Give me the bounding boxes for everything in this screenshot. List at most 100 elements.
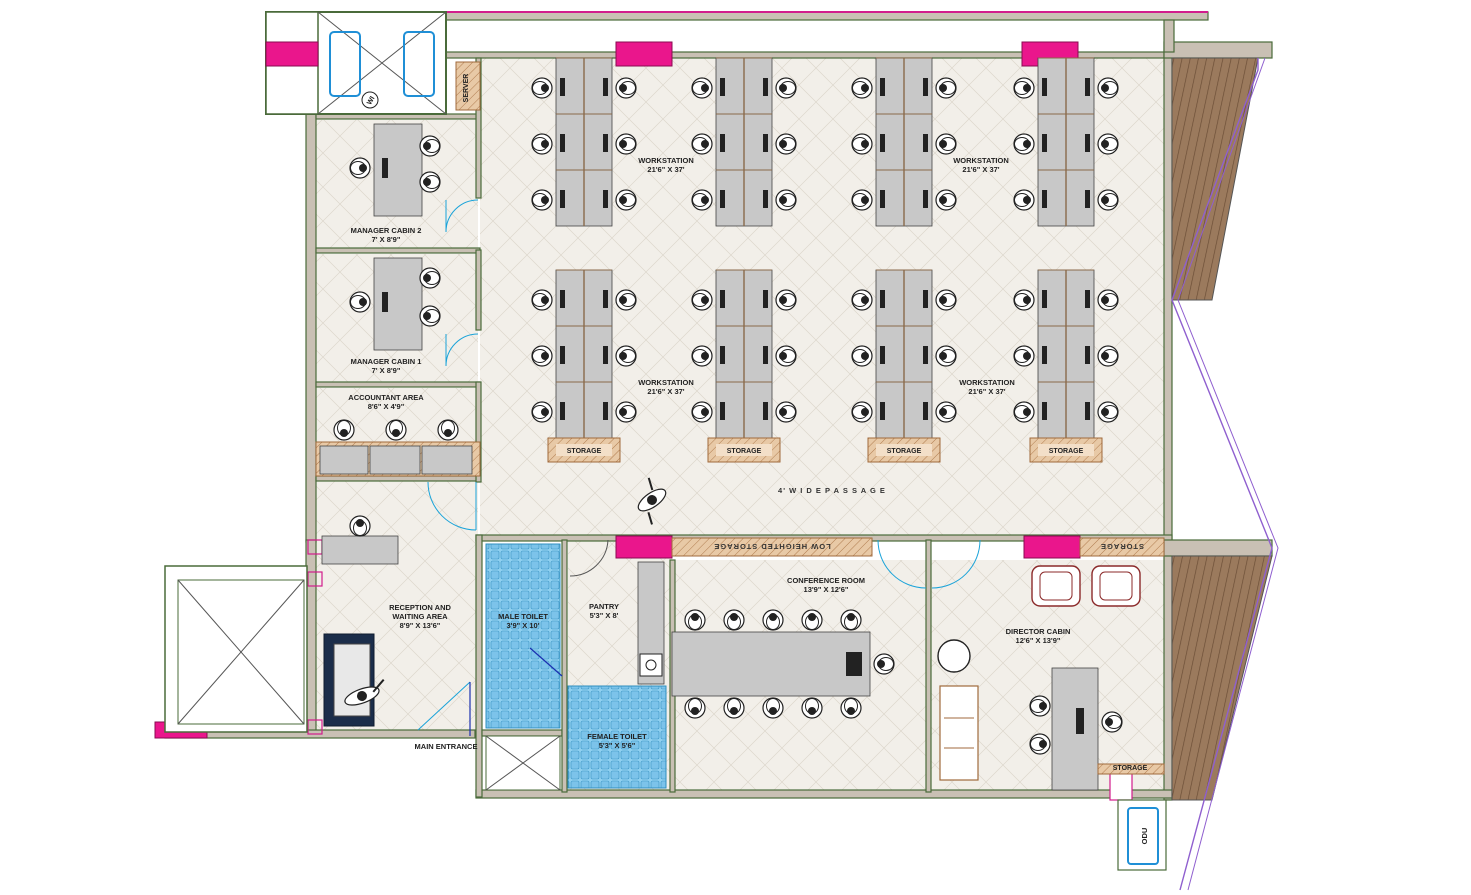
accountant-name: ACCOUNTANT AREA — [348, 393, 424, 402]
director-top-storage-label: STORAGE — [1100, 542, 1144, 551]
person-walking-icon — [637, 477, 667, 525]
storage-label: STORAGE — [727, 448, 762, 455]
storage-label-bg — [876, 444, 932, 456]
director-name: DIRECTOR CABIN — [1006, 627, 1071, 636]
male-toilet-door[interactable] — [529, 647, 563, 677]
monitor-icon — [603, 134, 608, 152]
wi-marker — [361, 91, 379, 109]
monitor-icon — [763, 402, 768, 420]
monitor-icon — [763, 190, 768, 208]
lift-car-left — [329, 31, 361, 97]
workstation-chair — [615, 289, 637, 311]
column-small-2 — [307, 571, 323, 587]
ws-br-name: WORKSTATION — [959, 378, 1015, 387]
conference-size: 13'9" X 12'6" — [804, 585, 849, 594]
director-door[interactable] — [931, 539, 981, 589]
partition-mc2-mc1 — [315, 247, 481, 254]
monitor-icon — [720, 190, 725, 208]
reception-name-2: WAITING AREA — [392, 612, 448, 621]
reception-size: 8'9" X 13'6" — [400, 621, 441, 630]
partition-mc1-acc — [315, 381, 481, 388]
manager1-chair — [349, 291, 371, 313]
workstation-chair — [775, 401, 797, 423]
director-visitor-chair-2 — [1029, 733, 1051, 755]
accountant-chair-1 — [333, 419, 355, 441]
person-seated-icon — [344, 678, 385, 706]
monitor-icon — [1085, 290, 1090, 308]
male-toilet-floor — [485, 543, 561, 729]
manager1-monitor — [382, 292, 388, 312]
conference-chair — [840, 697, 862, 719]
ws-bl-name: WORKSTATION — [638, 378, 694, 387]
workstation-chair — [1013, 189, 1035, 211]
manager2-name: MANAGER CABIN 2 — [351, 226, 422, 235]
ws-bl-size: 21'6" X 37' — [647, 387, 684, 396]
partition-cabins-right-2 — [475, 249, 482, 331]
workstation-pod — [851, 57, 957, 227]
conference-door[interactable] — [877, 539, 927, 589]
female-toilet-size: 5'3" X 5'6" — [599, 741, 636, 750]
glass-facade — [1171, 58, 1273, 891]
conference-chair — [684, 697, 706, 719]
monitor-icon — [763, 134, 768, 152]
conference-chair-head — [873, 653, 895, 675]
workstation-chair — [935, 289, 957, 311]
conference-screen — [846, 652, 862, 676]
pantry-sink — [639, 653, 663, 677]
male-toilet-size: 3'9" X 10' — [507, 621, 540, 630]
monitor-icon — [720, 290, 725, 308]
monitor-icon — [1042, 290, 1047, 308]
manager2-chair — [349, 157, 371, 179]
odu-unit — [1127, 807, 1159, 865]
manager1-size: 7' X 8'9" — [372, 366, 401, 375]
workstation-chair — [935, 345, 957, 367]
top-wall — [443, 11, 1209, 21]
monitor-icon — [923, 134, 928, 152]
monitor-icon — [880, 78, 885, 96]
director-chair — [1101, 711, 1123, 733]
pantry-door[interactable] — [569, 539, 609, 577]
workstation-chair — [1013, 401, 1035, 423]
monitor-icon — [923, 402, 928, 420]
workstation-chair — [615, 345, 637, 367]
conference-chair — [723, 697, 745, 719]
partition-cabins-right-3 — [475, 381, 482, 483]
ws-br-size: 21'6" X 37' — [968, 387, 1005, 396]
director-size: 12'6" X 13'9" — [1016, 636, 1061, 645]
monitor-icon — [603, 78, 608, 96]
workstation-chair — [531, 289, 553, 311]
workstation-chair — [531, 401, 553, 423]
conference-name: CONFERENCE ROOM — [787, 576, 865, 585]
monitor-icon — [1042, 346, 1047, 364]
director-monitor — [1076, 708, 1084, 734]
workstation-chair — [691, 289, 713, 311]
deck-upper — [1171, 57, 1259, 301]
workstation-pod — [1013, 269, 1119, 439]
manager2-visitor-chair-2 — [419, 171, 441, 193]
workstation-chair — [1013, 77, 1035, 99]
monitor-icon — [880, 134, 885, 152]
director-storage — [1097, 763, 1165, 775]
workstation-chair — [851, 345, 873, 367]
monitor-icon — [560, 290, 565, 308]
workstation-chair — [1097, 401, 1119, 423]
reception-chair — [349, 515, 371, 537]
manager1-visitor-chair-2 — [419, 305, 441, 327]
accountant-desk-1 — [319, 445, 369, 475]
workstation-chair — [531, 133, 553, 155]
workstation-chair — [691, 401, 713, 423]
workstation-chair — [775, 189, 797, 211]
low-heighted-storage — [671, 537, 873, 557]
accountant-desk-2 — [369, 445, 421, 475]
ws-tl-size: 21'6" X 37' — [647, 165, 684, 174]
monitor-icon — [560, 402, 565, 420]
column-small-3 — [307, 719, 323, 735]
reception-inner-door[interactable] — [427, 481, 477, 531]
workstation-chair — [775, 289, 797, 311]
wi-label: WI — [366, 95, 376, 106]
monitor-icon — [1042, 134, 1047, 152]
manager1-visitor-chair-1 — [419, 267, 441, 289]
main-entrance-door[interactable] — [417, 681, 471, 731]
accountant-chair-3 — [437, 419, 459, 441]
